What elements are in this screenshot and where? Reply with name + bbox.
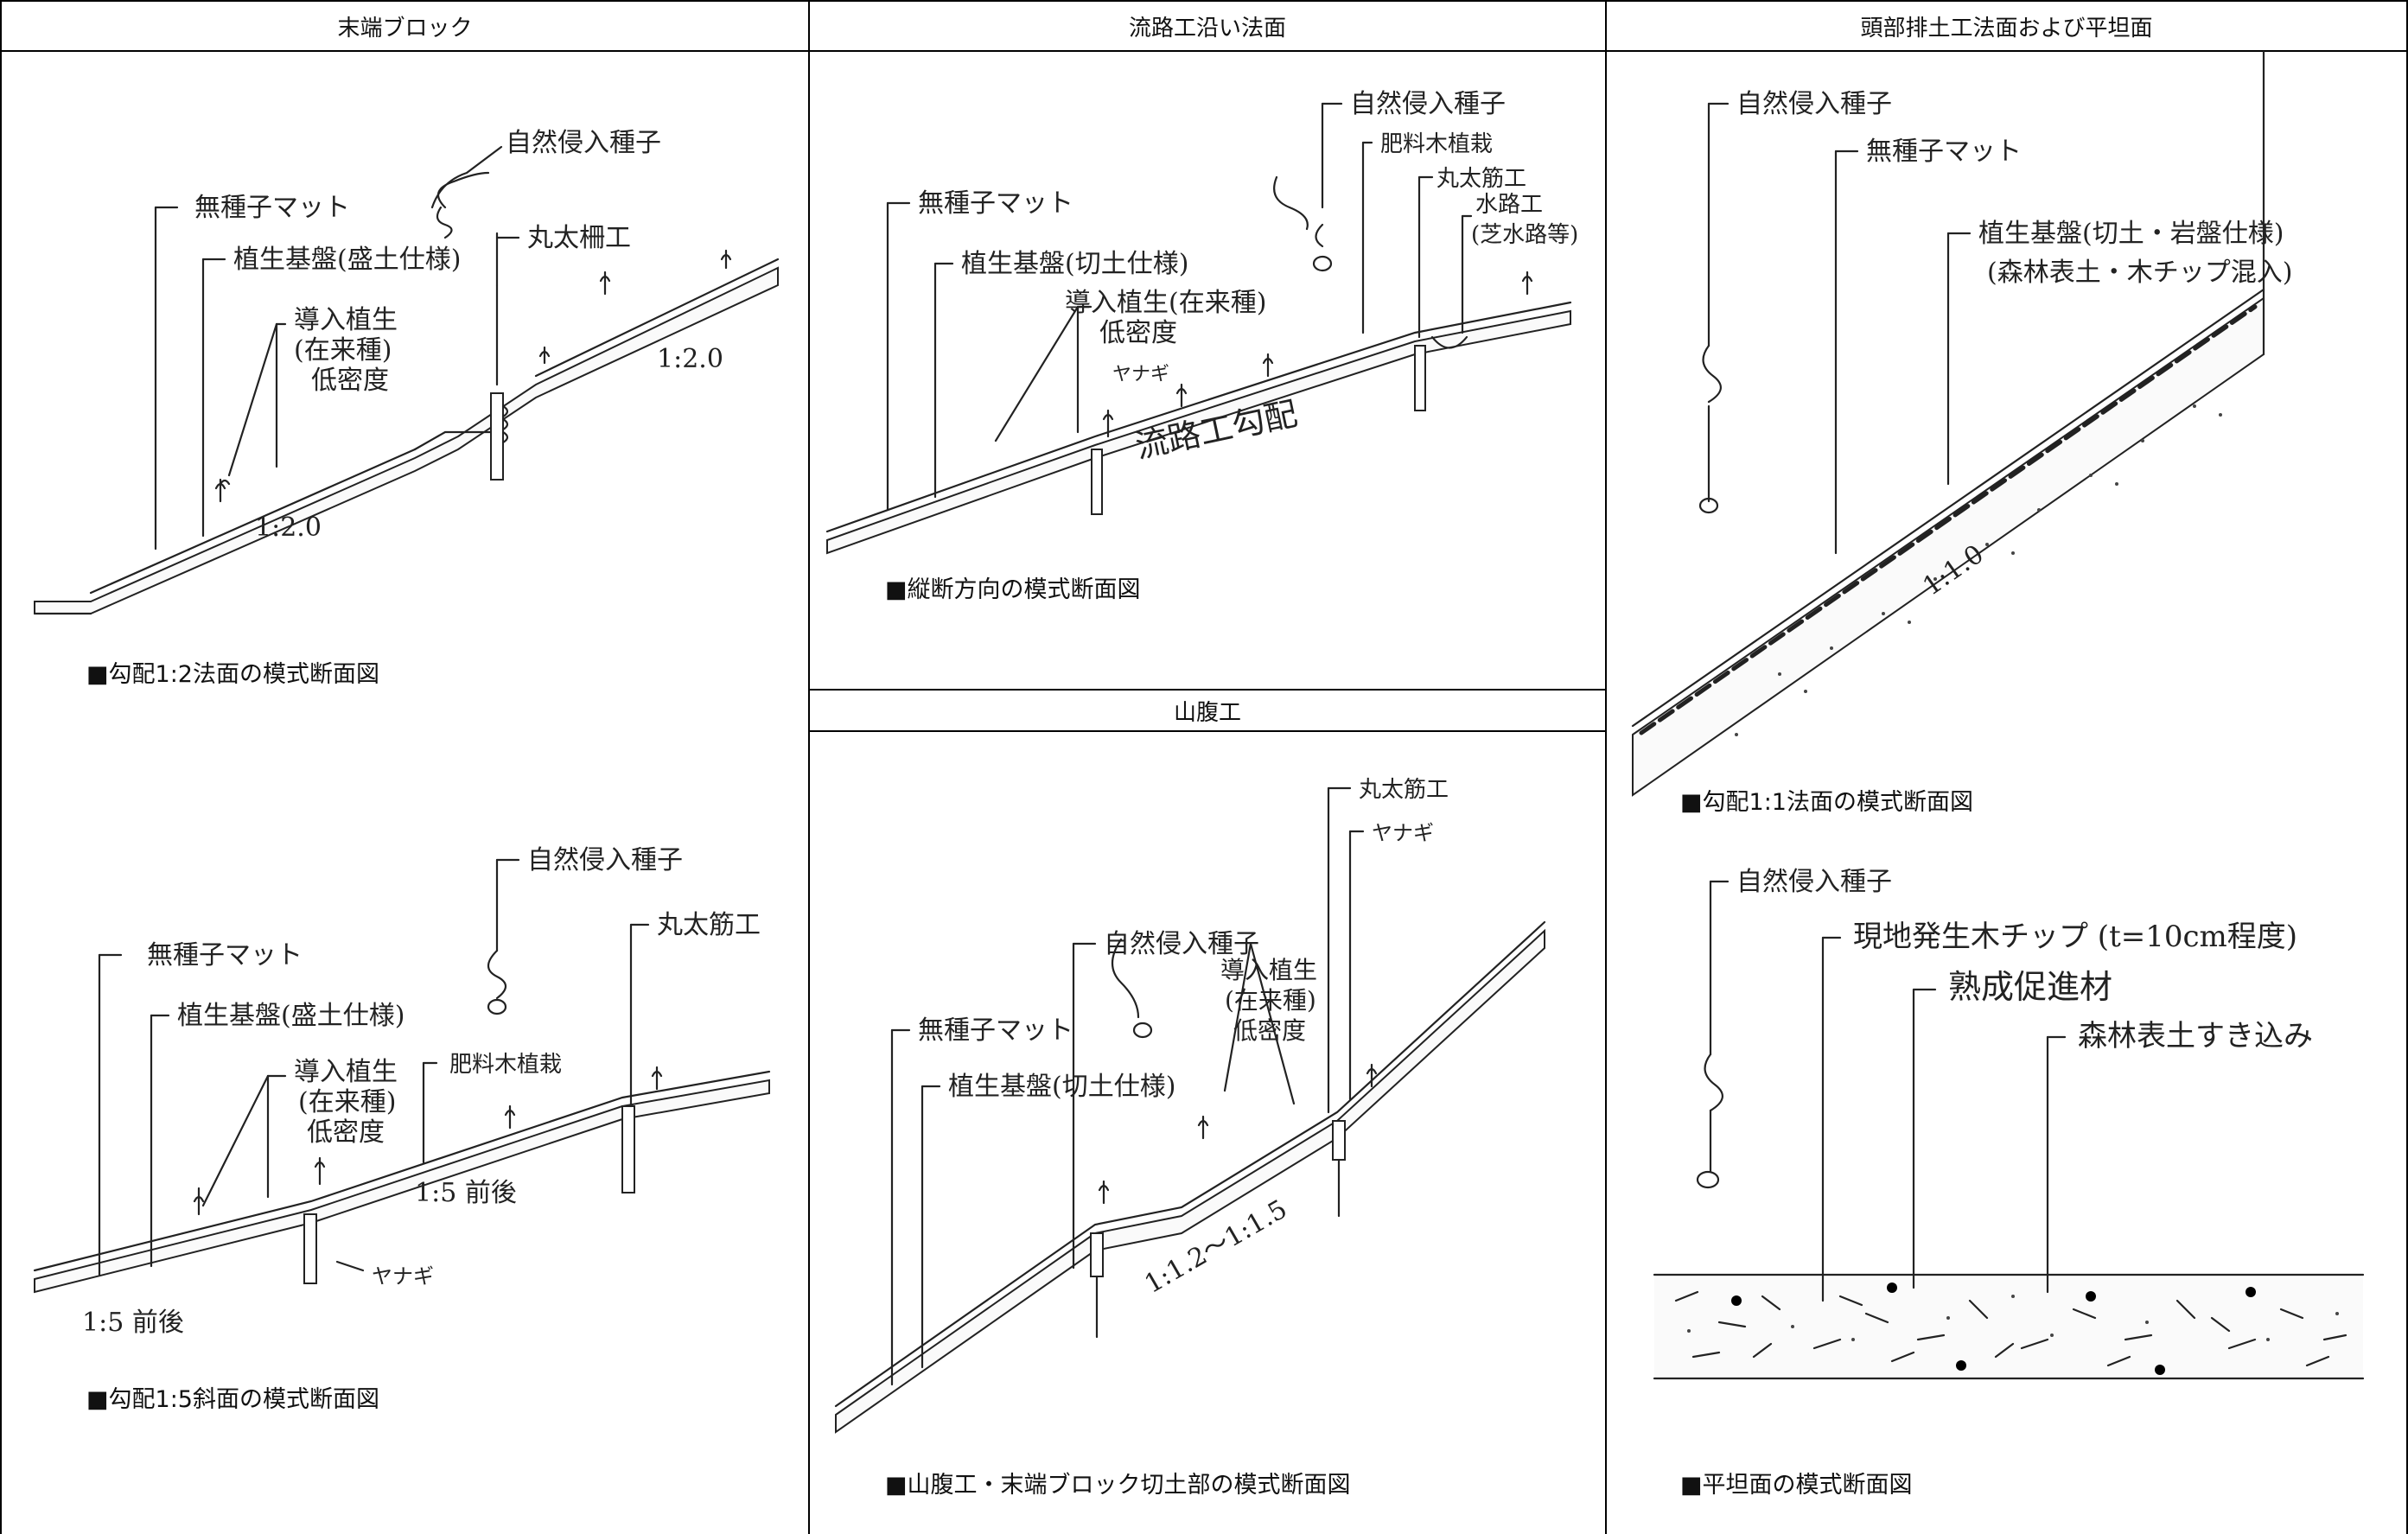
label-waterway: 水路工 — [1475, 192, 1543, 218]
label-forest-topsoil-chip: (森林表土・木チップ混入) — [1987, 258, 2292, 288]
label-introduced-veg: 導入植生 — [1220, 956, 1317, 984]
label-log-step: 丸太筋工 — [1437, 166, 1526, 192]
label-natural-seed: 自然侵入種子 — [1736, 89, 1892, 119]
diagram-slope-1-5: 自然侵入種子 無種子マット 植生基盤(盛土仕様) 導入植生 (在来種) 低密度 … — [33, 845, 771, 1338]
border-left — [0, 0, 2, 1534]
label-willow: ヤナギ — [372, 1264, 434, 1289]
flat-soil-texture — [1687, 1295, 2339, 1341]
diagram-slope-1-1: 自然侵入種子 無種子マット 植生基盤(切土・岩盤仕様) (森林表土・木チップ混入… — [1631, 50, 2292, 797]
label-vegetation-base: 植生基盤(切土仕様) — [961, 249, 1188, 279]
label-low-density: 低密度 — [311, 366, 389, 396]
caption-slope-1-2: ■勾配1:2法面の模式断面図 — [86, 661, 379, 688]
label-native-species: (在来種) — [1225, 986, 1316, 1015]
label-introduced-veg: 導入植生 — [294, 1057, 398, 1087]
label-willow: ヤナギ — [1112, 364, 1169, 385]
middle-split-top — [808, 689, 1607, 691]
label-introduced-veg: 導入植生 — [294, 305, 398, 335]
col-divider-1 — [808, 0, 810, 1534]
label-fertilizer-tree: 肥料木植栽 — [449, 1052, 562, 1078]
label-ratio-mid: 1:5 前後 — [415, 1178, 517, 1208]
label-ratio-high: 1:2.0 — [657, 344, 723, 374]
label-log-step: 丸太筋工 — [1359, 777, 1449, 803]
caption-hillside-cut: ■山腹工・末端ブロック切土部の模式断面図 — [885, 1472, 1351, 1499]
label-seedless-mat: 無種子マット — [918, 1015, 1073, 1046]
label-fertilizer-tree: 肥料木植栽 — [1380, 131, 1493, 157]
label-low-density: 低密度 — [1233, 1016, 1306, 1045]
caption-slope-1-5: ■勾配1:5斜面の模式断面図 — [86, 1386, 379, 1413]
border-right — [2406, 0, 2408, 1534]
label-vegetation-base: 植生基盤(切土・岩盤仕様) — [1978, 219, 2284, 249]
diagram-longitudinal: 自然侵入種子 肥料木植栽 丸太筋工 水路工 (芝水路等) 無種子マット 植生基盤… — [825, 89, 1578, 555]
label-log-fence: 丸太柵工 — [527, 223, 631, 253]
header-hillside-work: 山腹工 — [1173, 699, 1241, 726]
header-terminal-block: 末端ブロック — [337, 15, 473, 41]
label-ratio-low: 1:2.0 — [255, 512, 322, 543]
soil-texture — [1735, 404, 2222, 736]
label-ripening-material: 熟成促進材 — [1948, 968, 2112, 1006]
label-seedless-mat: 無種子マット — [147, 940, 303, 971]
diagram-flat-surface: 自然侵入種子 現地発生木チップ (t=10cm程度) 熟成促進材 森林表土すき込… — [1653, 867, 2365, 1380]
border-top — [0, 0, 2408, 2]
label-vegetation-base: 植生基盤(盛土仕様) — [233, 245, 461, 275]
label-forest-topsoil: 森林表土すき込み — [2078, 1019, 2313, 1053]
middle-split-bottom — [808, 730, 1607, 732]
label-natural-seed: 自然侵入種子 — [527, 845, 683, 875]
label-low-density: 低密度 — [307, 1117, 385, 1148]
label-natural-seed: 自然侵入種子 — [506, 128, 661, 158]
label-native-species: (在来種) — [298, 1087, 396, 1117]
label-seedless-mat: 無種子マット — [918, 188, 1073, 219]
label-wood-chip: 現地発生木チップ (t=10cm程度) — [1853, 920, 2297, 954]
header-head-removal: 頭部排土工法面および平坦面 — [1860, 15, 2153, 41]
col-divider-2 — [1605, 0, 1607, 1534]
label-native-species: (在来種) — [294, 335, 392, 366]
label-seedless-mat: 無種子マット — [194, 193, 350, 223]
diagram-slope-1-2: 自然侵入種子 無種子マット 植生基盤(盛土仕様) 導入植生 (在来種) 低密度 … — [33, 128, 780, 615]
label-low-density: 低密度 — [1099, 318, 1177, 348]
label-vegetation-base: 植生基盤(切土仕様) — [948, 1072, 1175, 1102]
label-log-step: 丸太筋工 — [657, 910, 761, 940]
caption-flat-surface: ■平坦面の模式断面図 — [1680, 1472, 1913, 1499]
label-ratio-low: 1:5 前後 — [82, 1308, 184, 1338]
label-seedless-mat: 無種子マット — [1866, 137, 2022, 167]
caption-slope-1-1: ■勾配1:1法面の模式断面図 — [1680, 789, 1973, 816]
label-natural-seed: 自然侵入種子 — [1104, 929, 1259, 959]
label-willow: ヤナギ — [1372, 821, 1434, 845]
label-vegetation-base: 植生基盤(盛土仕様) — [177, 1001, 405, 1031]
header-divider — [0, 50, 2408, 52]
label-grass-waterway: (芝水路等) — [1471, 222, 1578, 248]
header-channel-slope: 流路工沿い法面 — [1128, 15, 1286, 41]
label-natural-seed: 自然侵入種子 — [1736, 867, 1892, 897]
label-introduced-veg: 導入植生(在来種) — [1065, 288, 1266, 318]
diagram-hillside-cut: 丸太筋工 ヤナギ 自然侵入種子 導入植生 (在来種) 低密度 無種子マット 植生… — [834, 777, 1546, 1434]
label-natural-seed: 自然侵入種子 — [1350, 89, 1506, 119]
caption-longitudinal: ■縦断方向の模式断面図 — [885, 576, 1141, 603]
